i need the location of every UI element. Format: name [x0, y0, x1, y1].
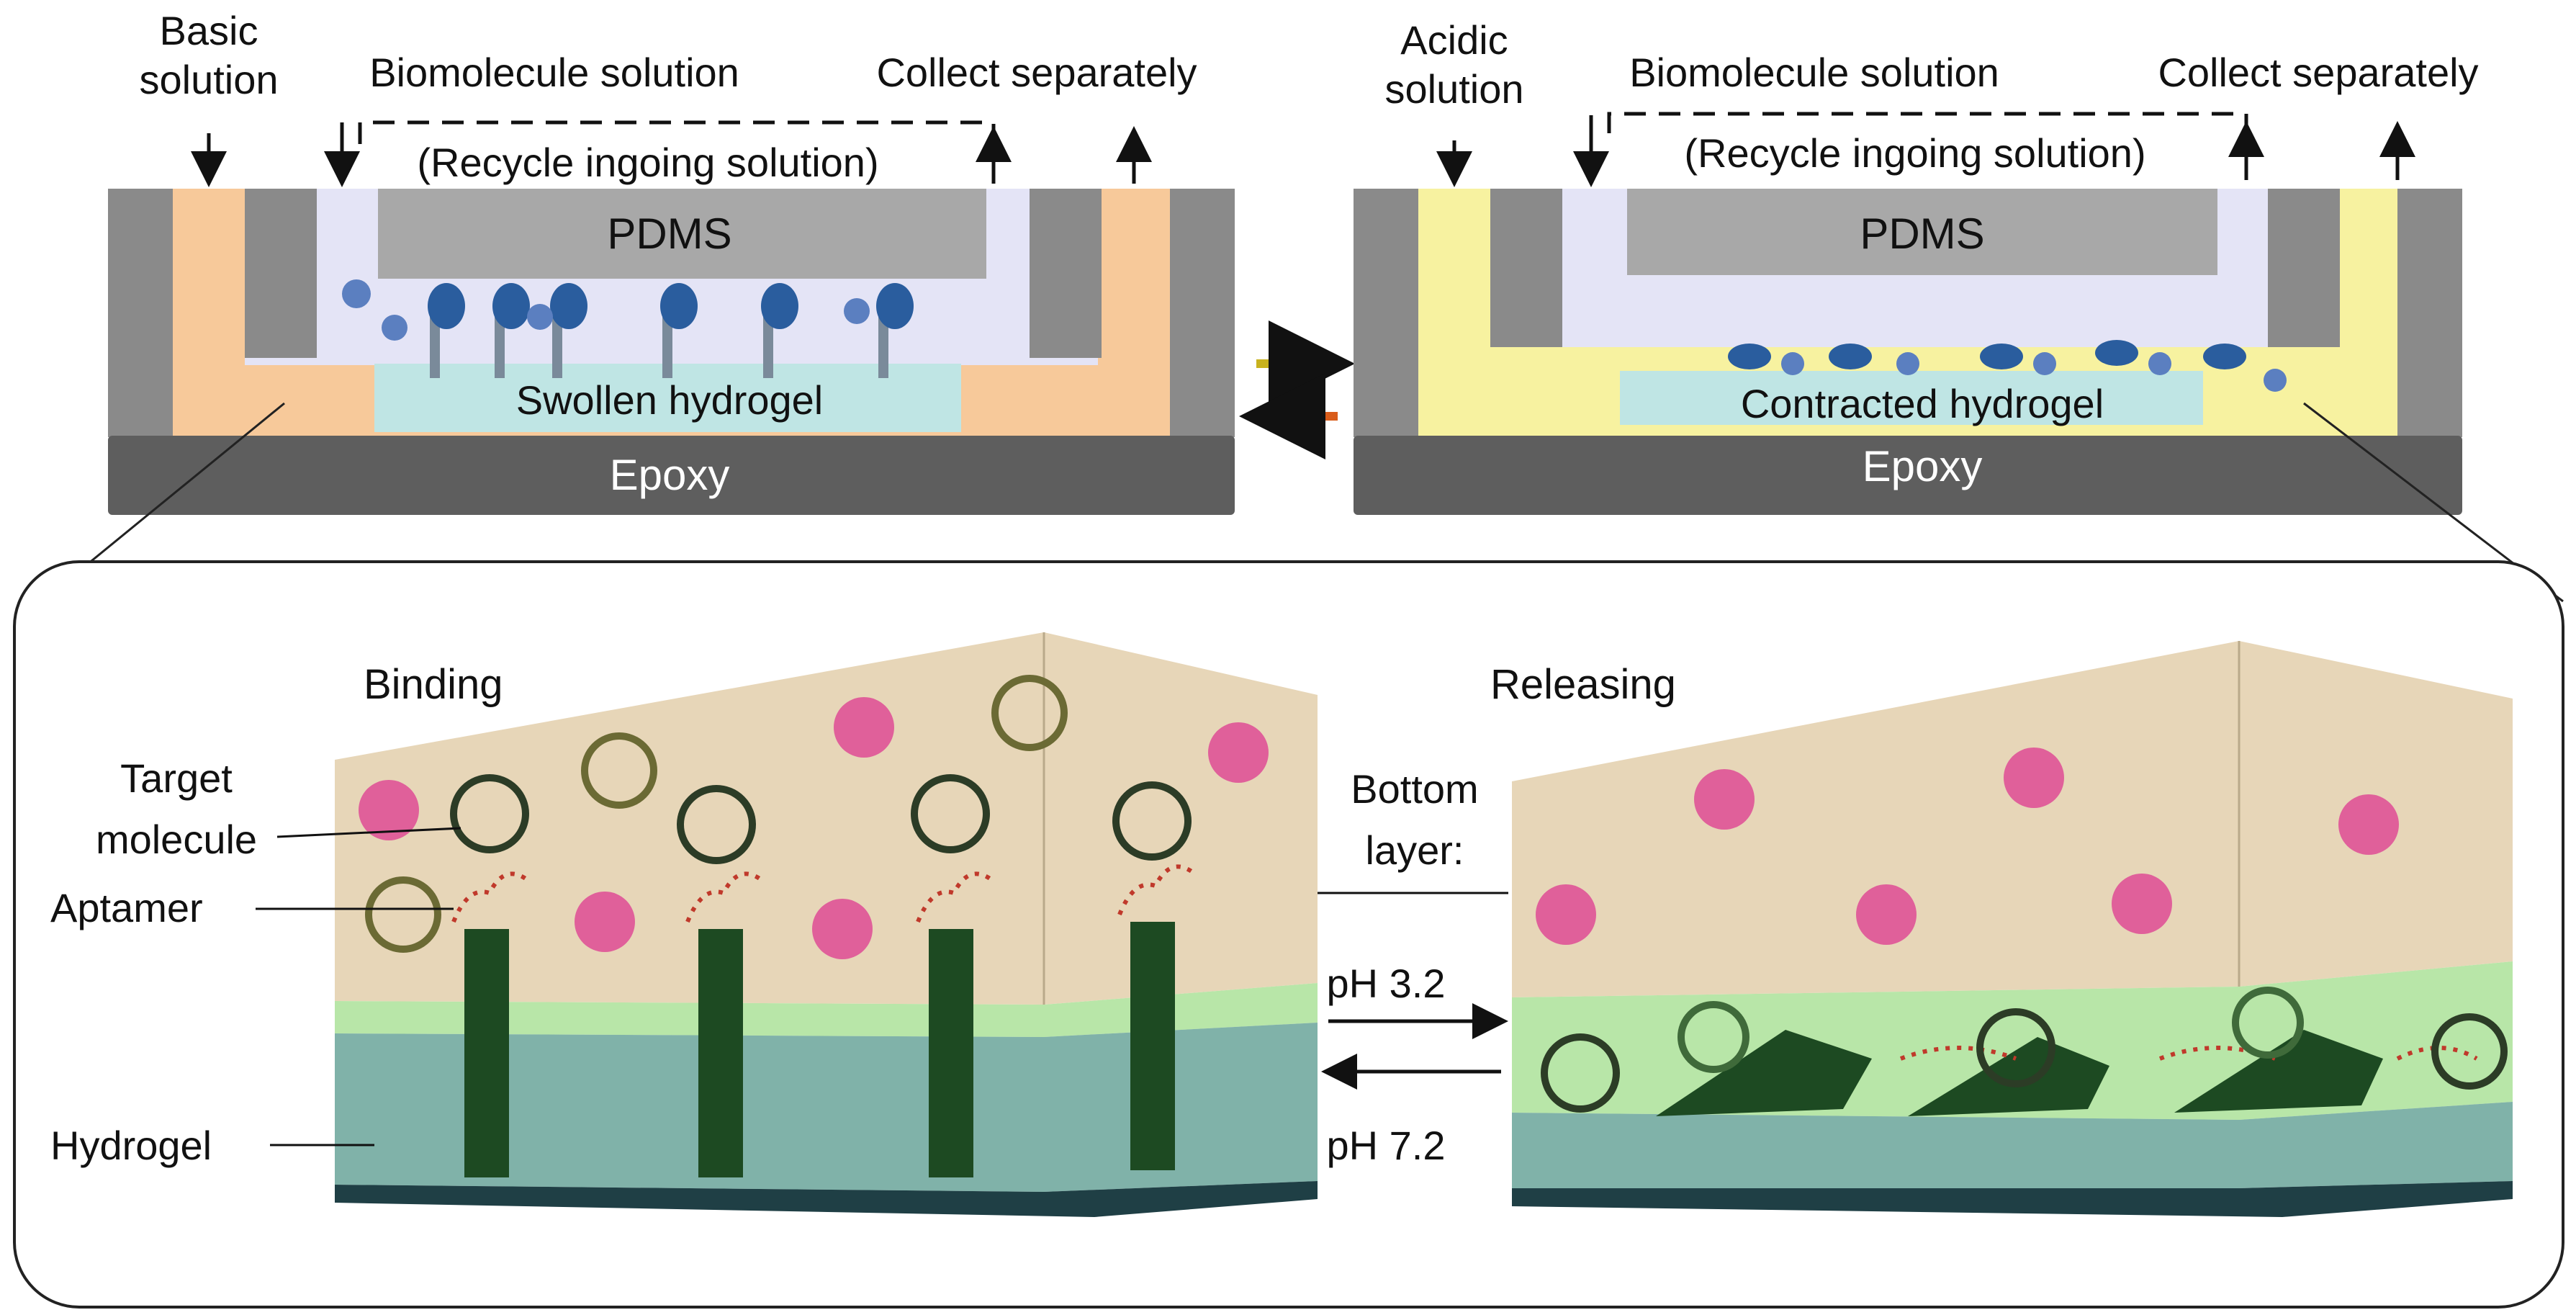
- binding-aptamers: [451, 864, 1193, 923]
- left-spacer-b: [1030, 189, 1102, 358]
- recycle-label-right: (Recycle ingoing solution): [1684, 130, 2145, 176]
- pdms-label-right: PDMS: [1860, 210, 1984, 258]
- hydrogel-label-right: Contracted hydrogel: [1741, 381, 2104, 426]
- right-spacer-a: [1490, 189, 1562, 347]
- probe-row-right: [1728, 340, 2287, 392]
- right-spacer-b: [2268, 189, 2340, 347]
- left-spacer-a: [245, 189, 317, 358]
- ph-forward-label: pH 3.2: [1327, 961, 1446, 1006]
- contracted-hydrogel: [1620, 371, 2203, 425]
- pdms-label-left: PDMS: [607, 210, 731, 258]
- releasing-gel-teal: [1512, 1102, 2513, 1188]
- releasing-base: [1512, 1181, 2513, 1217]
- binding-target-molecules: [365, 675, 1192, 953]
- target-molecule-line1: Target: [120, 755, 233, 801]
- binding-box: [335, 632, 1318, 1217]
- aptamer-label: Aptamer: [50, 885, 203, 930]
- recycle-loop-left: [358, 120, 996, 144]
- acidic-label-line1: Acidic: [1400, 17, 1508, 63]
- target-molecule-line2: molecule: [96, 817, 257, 862]
- hydrogel-label-left: Swollen hydrogel: [516, 377, 823, 423]
- collect-label-right: Collect separately: [2158, 50, 2478, 95]
- leader-target: [276, 827, 461, 838]
- releasing-tan-wall: [1512, 641, 2513, 997]
- pdms-block-right: [1627, 189, 2217, 275]
- epoxy-label-left: Epoxy: [610, 451, 730, 499]
- bottom-layer-line2: layer:: [1366, 827, 1464, 873]
- releasing-tilted-pillars: [1656, 1030, 2383, 1116]
- binding-gel-green: [335, 983, 1318, 1037]
- biomolecule-label-right: Biomolecule solution: [1629, 50, 1999, 95]
- epoxy-right: [1354, 436, 2462, 515]
- bottom-layer-line1: Bottom: [1351, 766, 1478, 812]
- binding-gel-teal: [335, 1023, 1318, 1192]
- recycle-loop-right: [1607, 112, 2248, 133]
- probe-row-left: [342, 279, 914, 378]
- releasing-target-molecules: [1541, 987, 2508, 1113]
- binding-pink-molecules: [359, 697, 1269, 959]
- device-acidic: Acidic solution Biomolecule solution Col…: [1354, 17, 2479, 515]
- device-basic: Basic solution Biomolecule solution Coll…: [108, 8, 1235, 515]
- pdms-block-left: [378, 189, 986, 279]
- binding-base: [335, 1181, 1318, 1217]
- binding-pillars: [464, 922, 1175, 1177]
- binding-title: Binding: [364, 661, 503, 708]
- basic-label-line1: Basic: [160, 8, 258, 53]
- basic-label-line2: solution: [139, 57, 278, 102]
- releasing-title: Releasing: [1490, 661, 1676, 708]
- acidic-label-line2: solution: [1384, 66, 1523, 112]
- recycle-label-left: (Recycle ingoing solution): [417, 140, 878, 185]
- hydrogel-label: Hydrogel: [50, 1123, 212, 1168]
- epoxy-left: [108, 436, 1235, 515]
- collect-label-left: Collect separately: [876, 50, 1197, 95]
- epoxy-label-right: Epoxy: [1863, 442, 1983, 490]
- ph-reverse-label: pH 7.2: [1327, 1123, 1446, 1168]
- releasing-box: [1512, 641, 2513, 1217]
- releasing-pink-molecules: [1536, 748, 2399, 945]
- biomolecule-label-left: Biomolecule solution: [369, 50, 739, 95]
